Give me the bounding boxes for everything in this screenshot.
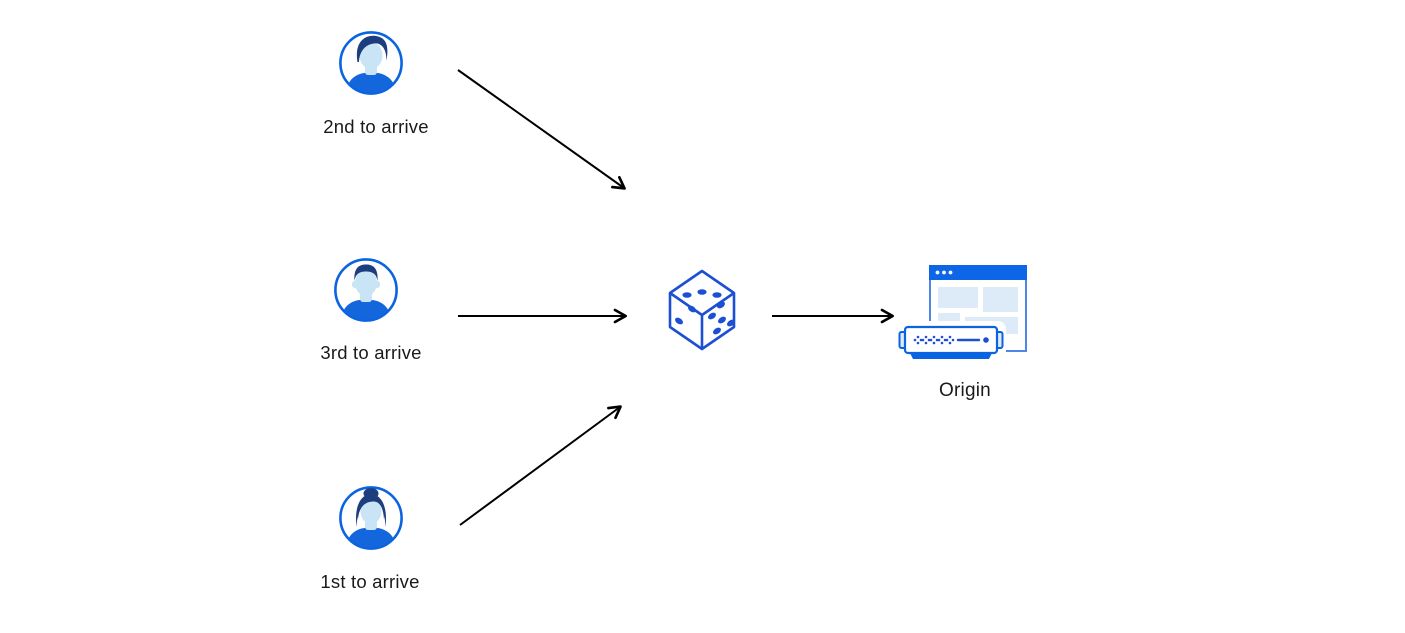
male-avatar-quiff-icon xyxy=(339,31,403,95)
browser-window-with-server-icon xyxy=(898,265,1027,359)
female-avatar-bun-icon xyxy=(339,486,403,550)
server-icon xyxy=(898,325,1004,359)
server-vent-dots xyxy=(913,335,955,345)
arrow-user1-to-dice xyxy=(459,405,622,526)
arrow-user2-to-dice xyxy=(457,69,626,190)
dice-icon xyxy=(668,269,736,351)
node-user-first xyxy=(338,485,404,551)
node-origin xyxy=(898,260,1032,364)
label-user-first: 1st to arrive xyxy=(320,571,420,592)
node-user-third xyxy=(333,257,399,323)
node-user-second xyxy=(338,30,404,96)
label-user-third: 3rd to arrive xyxy=(320,342,422,363)
label-user-second: 2nd to arrive xyxy=(323,116,429,137)
label-origin: Origin xyxy=(939,380,991,401)
male-avatar-short-hair-icon xyxy=(334,258,398,322)
node-randomizer xyxy=(667,268,737,352)
